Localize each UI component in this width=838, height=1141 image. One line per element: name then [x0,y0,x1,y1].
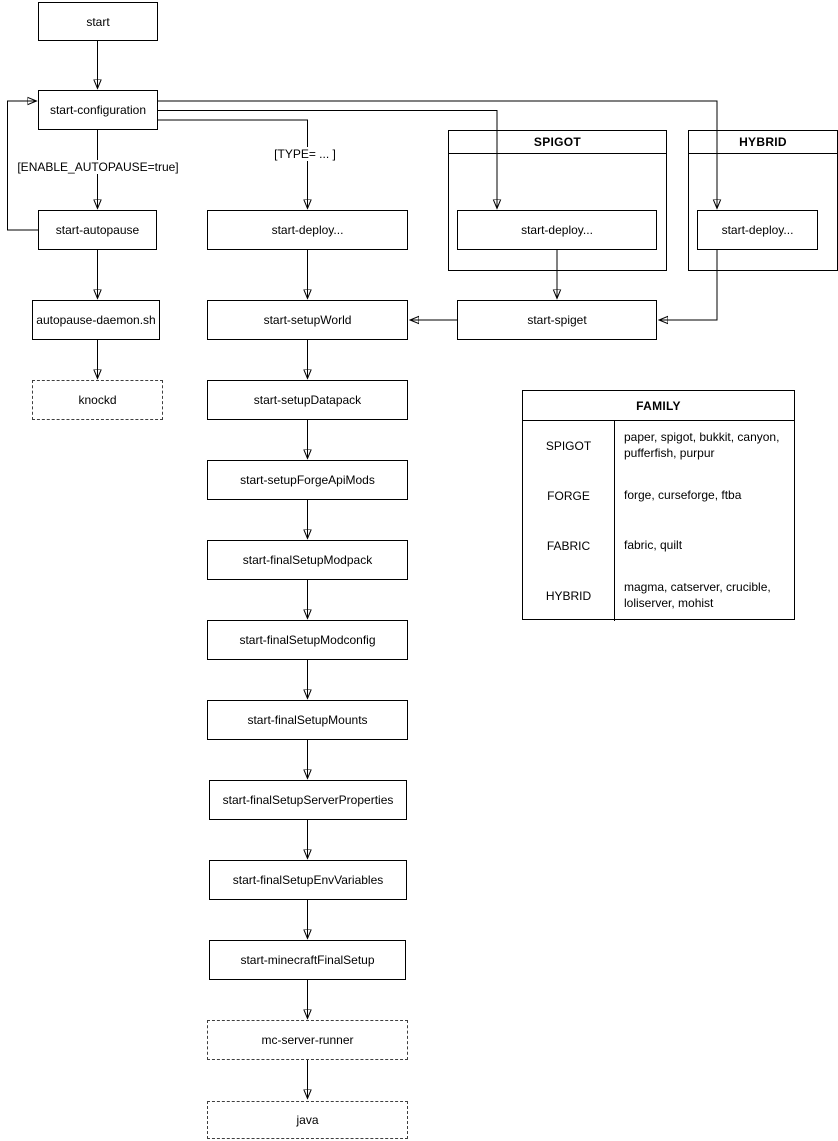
members-cell: fabric, quilt [624,538,683,553]
node-start-finalsetupmodpack: start-finalSetupModpack [207,540,408,580]
node-start-finalsetupmodconfig: start-finalSetupModconfig [207,620,408,660]
node-start-setupworld: start-setupWorld [207,300,408,340]
edge-label-type-condition: [TYPE= ... ] [272,147,338,161]
node-start-setupdatapack: start-setupDatapack [207,380,408,420]
family-table: FAMILY SPIGOT paper, spigot, bukkit, can… [522,390,795,621]
node-java: java [207,1101,408,1139]
node-start-finalsetupmounts: start-finalSetupMounts [207,700,408,740]
family-cell: HYBRID [523,571,615,621]
node-mc-server-runner: mc-server-runner [207,1020,408,1060]
node-start-finalsetupenvvariables: start-finalSetupEnvVariables [209,860,407,900]
family-cell: FABRIC [523,521,615,571]
family-cell: FORGE [523,471,615,521]
node-start-autopause: start-autopause [38,210,157,250]
node-start-spiget: start-spiget [457,300,657,340]
node-autopause-daemon: autopause-daemon.sh [32,300,160,340]
members-cell: forge, curseforge, ftba [624,488,742,503]
table-row: FABRIC fabric, quilt [523,521,794,571]
edge-label-enable-autopause: [ENABLE_AUTOPAUSE=true] [15,160,181,174]
table-row: FORGE forge, curseforge, ftba [523,471,794,521]
node-start-deploy-hybrid: start-deploy... [697,210,818,250]
table-row: SPIGOT paper, spigot, bukkit, canyon, pu… [523,421,794,471]
node-start-configuration: start-configuration [38,90,158,130]
table-row: HYBRID magma, catserver, crucible, lolis… [523,571,794,621]
node-start-setupforgeapimods: start-setupForgeApiMods [207,460,408,500]
members-cell: magma, catserver, crucible, loliserver, … [624,580,771,610]
node-start-minecraftfinalsetup: start-minecraftFinalSetup [209,940,406,980]
hybrid-group-title: HYBRID [689,131,837,154]
node-start: start [38,2,158,41]
node-start-finalsetupserverproperties: start-finalSetupServerProperties [209,780,407,820]
family-table-title: FAMILY [523,391,794,421]
node-start-deploy-main: start-deploy... [207,210,408,250]
spigot-group-title: SPIGOT [449,131,666,154]
node-start-deploy-spigot: start-deploy... [457,210,657,250]
node-knockd: knockd [32,380,163,420]
family-cell: SPIGOT [523,421,615,471]
members-cell: paper, spigot, bukkit, canyon, pufferfis… [624,430,780,460]
